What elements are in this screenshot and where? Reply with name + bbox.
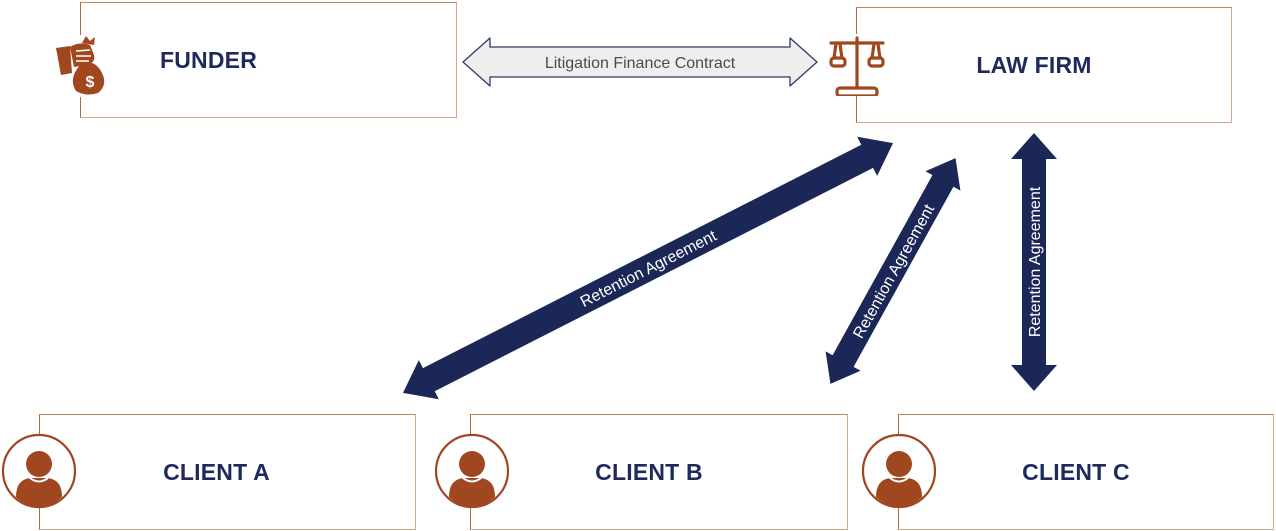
client-a-label: CLIENT A: [163, 458, 270, 485]
litigation-finance-contract-label: Litigation Finance Contract: [545, 55, 736, 72]
svg-text:$: $: [86, 74, 95, 91]
client-b-node: CLIENT B: [470, 414, 848, 530]
funder-node: FUNDER: [80, 2, 457, 118]
client-b-avatar-icon: [434, 433, 510, 509]
retention-arrow-client-a: Retention Agreement: [402, 136, 894, 400]
retention-agreement-label-a: Retention Agreement: [578, 227, 720, 311]
law-firm-node: LAW FIRM: [856, 7, 1232, 123]
client-a-avatar-icon: [1, 433, 77, 509]
money-bag-icon: $: [52, 35, 112, 97]
client-c-label: CLIENT C: [1022, 458, 1130, 485]
litigation-finance-contract-arrow: Litigation Finance Contract: [462, 37, 818, 87]
funder-label: FUNDER: [159, 46, 258, 73]
retention-agreement-label-c: Retention Agreement: [1027, 186, 1044, 337]
client-c-node: CLIENT C: [898, 414, 1274, 530]
client-b-label: CLIENT B: [595, 458, 703, 485]
client-a-node: CLIENT A: [39, 414, 416, 530]
retention-arrow-client-c: Retention Agreement: [1011, 133, 1057, 391]
client-c-avatar-icon: [861, 433, 937, 509]
law-firm-label: LAW FIRM: [976, 51, 1092, 78]
retention-agreement-label-b: Retention Agreement: [850, 201, 938, 341]
scales-of-justice-icon: [826, 34, 888, 98]
